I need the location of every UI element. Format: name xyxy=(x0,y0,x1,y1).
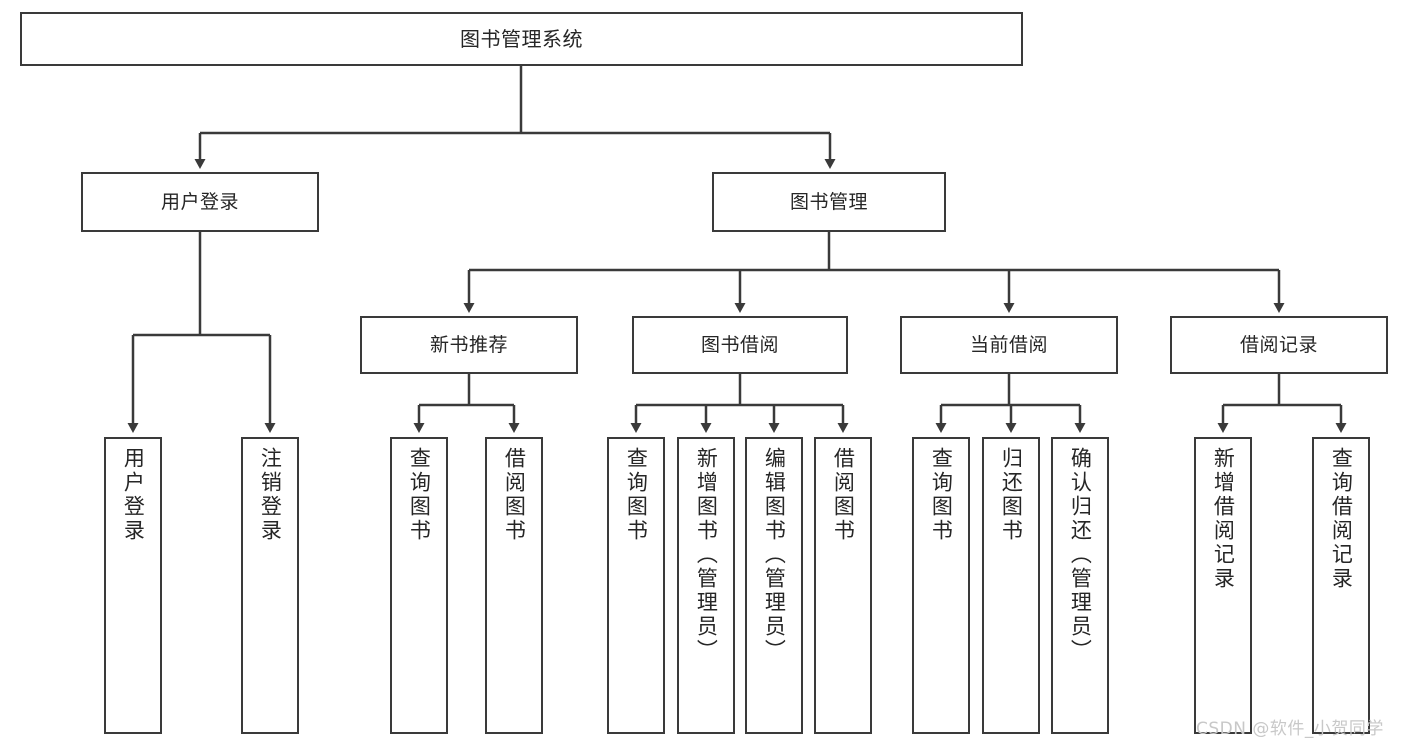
leaf-query-book-borrow[interactable]: 查询图书 xyxy=(607,437,665,734)
node-book-management-label: 图书管理 xyxy=(789,190,868,213)
leaf-add-book-admin[interactable]: 新增图书（管理员） xyxy=(677,437,735,734)
leaf-query-book-recommend[interactable]: 查询图书 xyxy=(390,437,448,734)
node-new-book-recommend[interactable]: 新书推荐 xyxy=(360,316,578,374)
leaf-label: 新增图书（管理员） xyxy=(694,447,719,663)
csdn-watermark: CSDN @软件_小贺同学 xyxy=(1196,719,1384,739)
leaf-label: 编辑图书（管理员） xyxy=(762,447,787,663)
leaf-query-borrow-record[interactable]: 查询借阅记录 xyxy=(1312,437,1370,734)
leaf-user-login[interactable]: 用户登录 xyxy=(104,437,162,734)
leaf-label: 确认归还（管理员） xyxy=(1068,447,1093,663)
leaf-label: 查询图书 xyxy=(624,447,649,543)
leaf-logout[interactable]: 注销登录 xyxy=(241,437,299,734)
leaf-label: 用户登录 xyxy=(121,447,146,543)
node-new-book-recommend-label: 新书推荐 xyxy=(429,333,508,356)
leaf-edit-book-admin[interactable]: 编辑图书（管理员） xyxy=(745,437,803,734)
node-current-borrow[interactable]: 当前借阅 xyxy=(900,316,1118,374)
node-book-borrow-label: 图书借阅 xyxy=(700,333,779,356)
leaf-return-book[interactable]: 归还图书 xyxy=(982,437,1040,734)
node-book-borrow[interactable]: 图书借阅 xyxy=(632,316,848,374)
leaf-label: 归还图书 xyxy=(999,447,1024,543)
leaf-borrow-book[interactable]: 借阅图书 xyxy=(814,437,872,734)
leaf-label: 借阅图书 xyxy=(831,447,856,543)
node-user-login-label: 用户登录 xyxy=(160,190,239,213)
leaf-label: 查询图书 xyxy=(407,447,432,543)
leaf-borrow-book-recommend[interactable]: 借阅图书 xyxy=(485,437,543,734)
leaf-label: 新增借阅记录 xyxy=(1211,447,1236,591)
node-book-management[interactable]: 图书管理 xyxy=(712,172,946,232)
leaf-label: 查询图书 xyxy=(929,447,954,543)
node-user-login[interactable]: 用户登录 xyxy=(81,172,319,232)
leaf-query-book-current[interactable]: 查询图书 xyxy=(912,437,970,734)
node-root-label: 图书管理系统 xyxy=(460,27,583,51)
leaf-confirm-return-admin[interactable]: 确认归还（管理员） xyxy=(1051,437,1109,734)
node-root-system[interactable]: 图书管理系统 xyxy=(20,12,1023,66)
node-borrow-record[interactable]: 借阅记录 xyxy=(1170,316,1388,374)
node-borrow-record-label: 借阅记录 xyxy=(1239,333,1318,356)
leaf-label: 查询借阅记录 xyxy=(1329,447,1354,591)
leaf-label: 注销登录 xyxy=(258,447,283,543)
leaf-label: 借阅图书 xyxy=(502,447,527,543)
leaf-add-borrow-record[interactable]: 新增借阅记录 xyxy=(1194,437,1252,734)
node-current-borrow-label: 当前借阅 xyxy=(969,333,1048,356)
